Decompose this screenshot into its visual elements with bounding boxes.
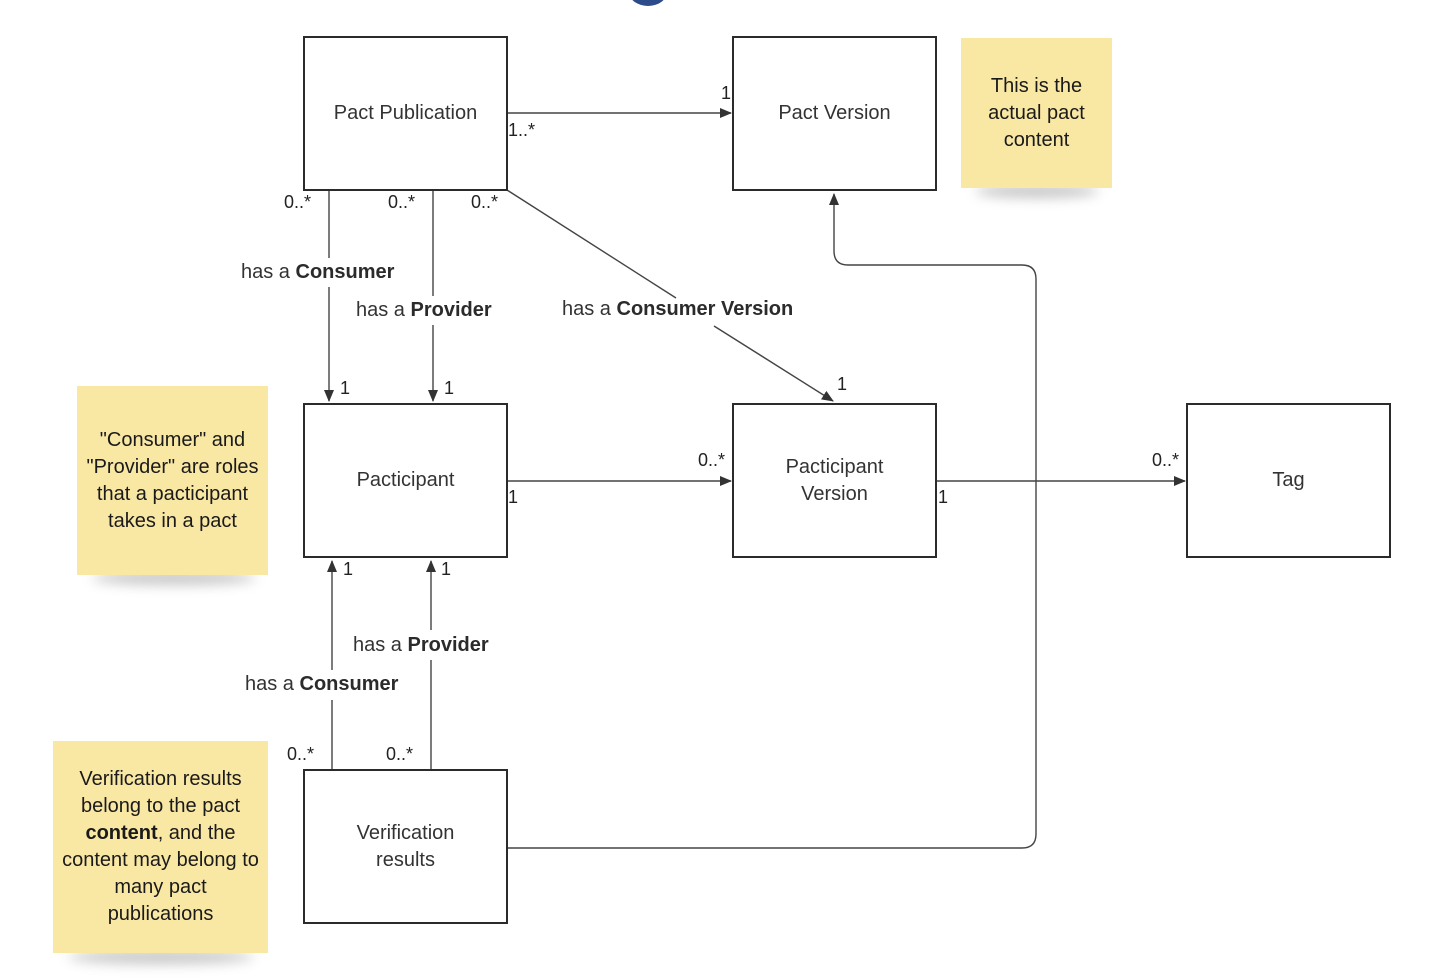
tag-label: Tag bbox=[1272, 469, 1305, 491]
label-has-a: has a bbox=[353, 634, 402, 656]
mult-pub-provider-source: 0..* bbox=[388, 192, 416, 212]
note-roles-text: "Consumer" and "Provider" are roles that… bbox=[86, 428, 259, 532]
mult-pub-to-version-source: 1..* bbox=[508, 120, 536, 140]
mult-vr-provider-source: 0..* bbox=[386, 744, 414, 764]
participant-version-box[interactable]: Pacticipant Version bbox=[732, 403, 937, 558]
note-verification: Verification results belong to the pact … bbox=[53, 741, 268, 953]
mult-version-to-tag-source: 1 bbox=[938, 487, 949, 507]
label-vr-has-provider: has a Provider bbox=[353, 633, 489, 657]
note-verification-text-pre: Verification results belong to the pact bbox=[79, 768, 242, 817]
pact-version-box[interactable]: Pact Version bbox=[732, 36, 937, 191]
note-shadow bbox=[68, 950, 254, 964]
mult-pub-consumer-target: 1 bbox=[340, 378, 351, 398]
participant-label: Pacticipant bbox=[356, 469, 455, 491]
label-provider: Provider bbox=[407, 634, 489, 656]
label-pub-has-consumer: has a Consumer bbox=[241, 260, 394, 284]
note-verification-text-bold: content bbox=[85, 822, 158, 844]
label-consumer: Consumer bbox=[299, 673, 399, 695]
label-consumer-version: Consumer Version bbox=[616, 298, 794, 320]
note-verification-text: Verification results belong to the pact … bbox=[59, 766, 262, 928]
note-pact-content: This is the actual pact content bbox=[961, 38, 1112, 188]
pact-publication-label: Pact Publication bbox=[333, 102, 478, 124]
mult-vr-consumer-source: 0..* bbox=[287, 744, 315, 764]
label-pub-has-provider: has a Provider bbox=[356, 298, 492, 322]
top-partial-logo bbox=[628, 0, 668, 6]
label-consumer: Consumer bbox=[295, 261, 395, 283]
note-roles: "Consumer" and "Provider" are roles that… bbox=[77, 386, 268, 575]
label-has-a: has a bbox=[562, 298, 611, 320]
participant-version-label: Pacticipant Version bbox=[785, 455, 884, 505]
mult-version-to-tag-target: 0..* bbox=[1152, 450, 1180, 470]
participant-box[interactable]: Pacticipant bbox=[303, 403, 508, 558]
label-vr-has-consumer: has a Consumer bbox=[245, 672, 398, 696]
edge-publication-cv-top bbox=[506, 189, 677, 299]
mult-vr-consumer-target: 1 bbox=[343, 559, 354, 579]
label-pub-has-consumer-version: has a Consumer Version bbox=[562, 297, 793, 321]
mult-pub-cv-target: 1 bbox=[837, 374, 848, 394]
mult-participant-to-version-target: 0..* bbox=[698, 450, 726, 470]
pact-version-label: Pact Version bbox=[778, 102, 891, 124]
label-provider: Provider bbox=[410, 299, 492, 321]
edge-publication-cv-bottom bbox=[713, 325, 834, 402]
label-has-a: has a bbox=[241, 261, 290, 283]
verification-results-label: Verification results bbox=[356, 821, 455, 871]
mult-pub-cv-source: 0..* bbox=[471, 192, 499, 212]
label-has-a: has a bbox=[356, 299, 405, 321]
label-has-a: has a bbox=[245, 673, 294, 695]
mult-pub-to-version-target: 1 bbox=[721, 83, 732, 103]
tag-box[interactable]: Tag bbox=[1186, 403, 1391, 558]
note-pact-content-text: This is the actual pact content bbox=[988, 74, 1085, 151]
mult-participant-to-version-source: 1 bbox=[508, 487, 519, 507]
mult-pub-consumer-source: 0..* bbox=[284, 192, 312, 212]
note-verification-text-post: , and the content may belong to many pac… bbox=[62, 822, 259, 925]
mult-vr-provider-target: 1 bbox=[441, 559, 452, 579]
mult-pub-provider-target: 1 bbox=[444, 378, 455, 398]
edge-vr-to-pact-version bbox=[507, 193, 1037, 849]
verification-results-box[interactable]: Verification results bbox=[303, 769, 508, 924]
pact-publication-box[interactable]: Pact Publication bbox=[303, 36, 508, 191]
